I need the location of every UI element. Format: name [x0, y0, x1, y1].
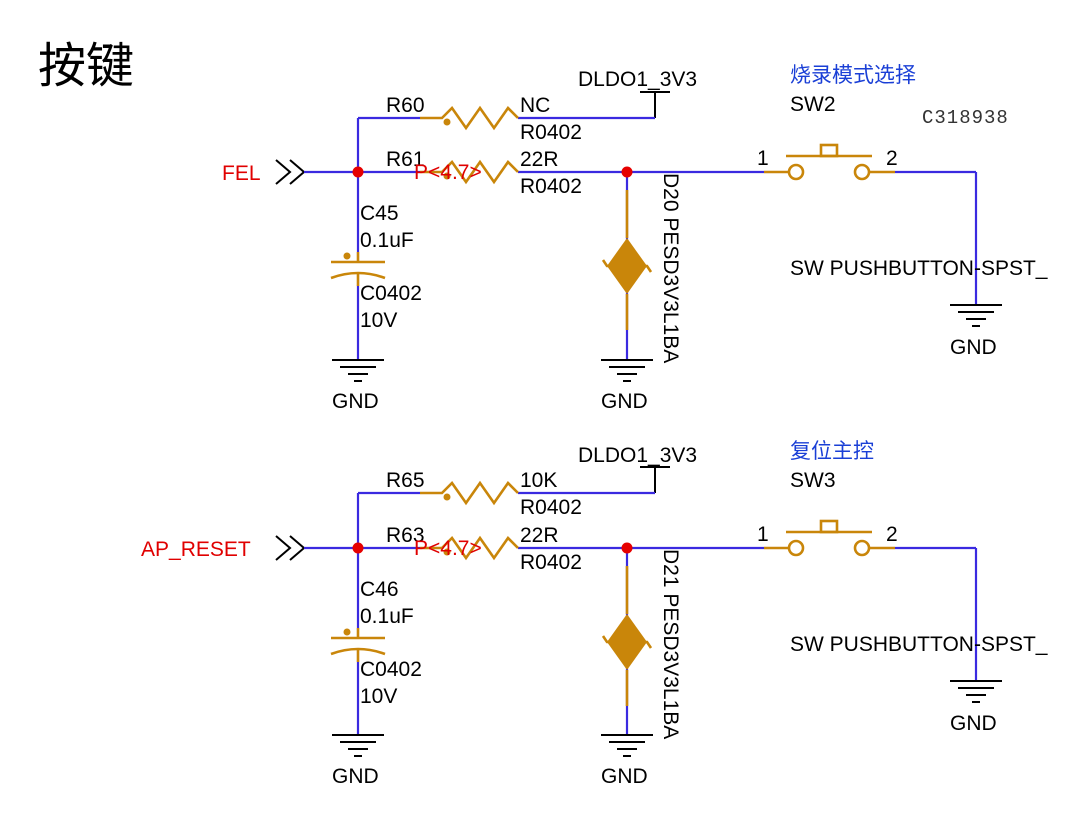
capacitor-package: C0402 [360, 658, 422, 681]
ground-label: GND [950, 712, 997, 735]
ground-label: GND [950, 336, 997, 359]
ground-symbol [950, 680, 1002, 703]
ground-label: GND [332, 765, 379, 788]
resistor-upper-value: 10K [520, 469, 557, 492]
net-port-arrow [275, 159, 306, 185]
tvs-diode[interactable] [601, 566, 653, 706]
net-label-input: FEL [222, 162, 261, 185]
power-net-label: DLDO1_3V3 [578, 68, 697, 91]
power-net-label: DLDO1_3V3 [578, 444, 697, 467]
switch-type: SW PUSHBUTTON-SPST_ [790, 633, 1048, 656]
junction-dot [621, 166, 633, 178]
resistor-series-value: 22R [520, 148, 559, 171]
circuit-ap-reset: DLDO1_3V3 AP_RESET R65 10K R0402 [141, 439, 1048, 788]
capacitor-package: C0402 [360, 282, 422, 305]
resistor-series[interactable] [420, 159, 519, 185]
ground-label: GND [601, 765, 648, 788]
pushbutton-switch[interactable] [764, 143, 895, 181]
resistor-series-marker: P<4.7> [414, 537, 482, 560]
ground-symbol [332, 734, 384, 757]
switch-ref: SW2 [790, 93, 836, 116]
capacitor-ref: C45 [360, 202, 399, 225]
capacitor-ref: C46 [360, 578, 399, 601]
circuit-fel: DLDO1_3V3 FEL R60 NC R0402 [222, 63, 1048, 413]
resistor-upper[interactable] [420, 105, 519, 131]
resistor-upper-value: NC [520, 94, 550, 117]
junction-dot [352, 542, 364, 554]
resistor-upper-package: R0402 [520, 121, 582, 144]
resistor-upper-ref: R65 [386, 469, 425, 492]
switch-pin2: 2 [886, 147, 898, 170]
capacitor-voltage: 10V [360, 309, 397, 332]
pushbutton-switch[interactable] [764, 519, 895, 557]
switch-pin1: 1 [757, 523, 769, 546]
capacitor-voltage: 10V [360, 685, 397, 708]
capacitor-value: 0.1uF [360, 229, 414, 252]
ground-symbol [332, 359, 384, 382]
resistor-upper-package: R0402 [520, 496, 582, 519]
resistor-series-package: R0402 [520, 551, 582, 574]
diode-label: D20 PESD3V3L1BA [659, 173, 682, 363]
ground-symbol [601, 359, 653, 382]
resistor-upper[interactable] [420, 480, 519, 506]
capacitor[interactable] [330, 628, 386, 662]
ground-label: GND [601, 390, 648, 413]
resistor-upper-ref: R60 [386, 94, 425, 117]
capacitor-value: 0.1uF [360, 605, 414, 628]
page-title: 按键 [38, 38, 134, 94]
capacitor[interactable] [330, 252, 386, 286]
resistor-series-ref: R61 [386, 148, 425, 171]
ground-symbol [950, 304, 1002, 327]
resistor-series-marker: P<4.7> [414, 161, 482, 184]
power-symbol-dldo1-3v3 [640, 466, 670, 493]
net-port-arrow [275, 535, 306, 561]
resistor-series[interactable] [420, 535, 519, 561]
junction-dot [621, 542, 633, 554]
switch-ref: SW3 [790, 469, 836, 492]
switch-function: 复位主控 [790, 439, 874, 463]
ground-label: GND [332, 390, 379, 413]
switch-pin1: 1 [757, 147, 769, 170]
switch-pin2: 2 [886, 523, 898, 546]
resistor-series-value: 22R [520, 524, 559, 547]
switch-type: SW PUSHBUTTON-SPST_ [790, 257, 1048, 280]
switch-function: 烧录模式选择 [790, 63, 916, 87]
ground-symbol [601, 734, 653, 757]
switch-part-code: C318938 [922, 107, 1009, 129]
net-label-input: AP_RESET [141, 538, 251, 561]
resistor-series-package: R0402 [520, 175, 582, 198]
diode-label: D21 PESD3V3L1BA [659, 549, 682, 739]
resistor-series-ref: R63 [386, 524, 425, 547]
tvs-diode[interactable] [601, 190, 653, 330]
junction-dot [352, 166, 364, 178]
power-symbol-dldo1-3v3 [640, 91, 670, 118]
